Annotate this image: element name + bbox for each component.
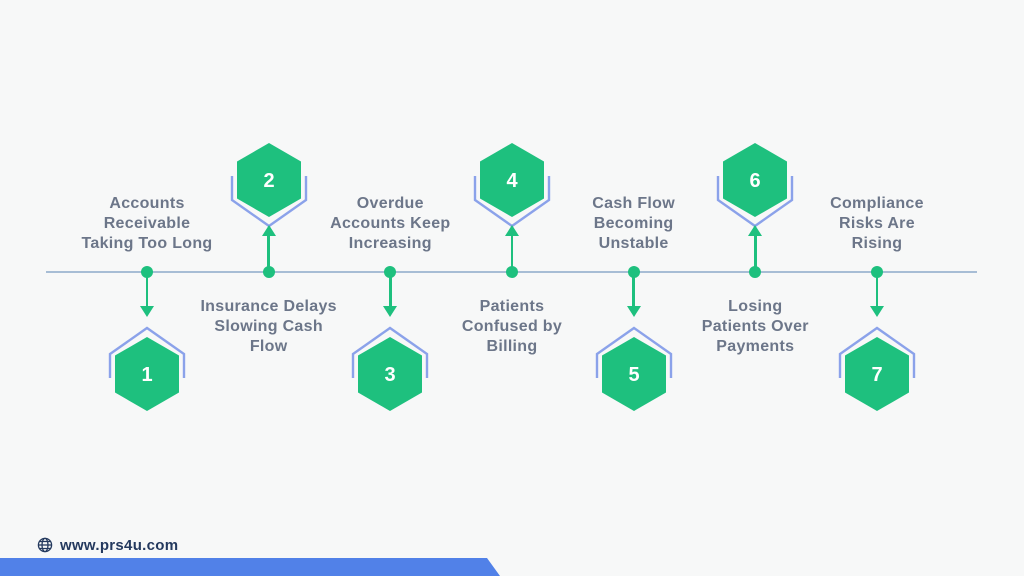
chevron-accent	[838, 326, 916, 378]
timeline-item: Cash Flow Becoming Unstable 5	[544, 0, 724, 576]
chevron-accent	[108, 326, 186, 378]
arrowhead-icon	[748, 225, 763, 236]
arrow-shaft	[754, 236, 757, 272]
hexagon-badge: 7	[838, 326, 916, 411]
timeline-dot	[870, 266, 883, 278]
timeline-dot	[505, 266, 518, 278]
arrow-shaft	[510, 236, 514, 272]
hexagon-shape	[479, 143, 544, 217]
chevron-accent	[595, 326, 672, 378]
arrowhead-icon	[140, 306, 154, 317]
bottom-accent-bar	[0, 558, 500, 576]
timeline-dot	[627, 266, 640, 278]
item-label: Losing Patients Over Payments	[701, 298, 809, 355]
item-number: 6	[750, 170, 761, 192]
globe-icon	[37, 537, 53, 553]
timeline-dot	[384, 266, 397, 278]
item-number: 2	[263, 170, 274, 192]
item-number: 1	[141, 364, 152, 386]
timeline-item: Losing Patients Over Payments 6	[665, 0, 845, 576]
hexagon-shape	[844, 337, 909, 411]
item-label: Cash Flow Becoming Unstable	[592, 195, 675, 252]
arrow-shaft	[145, 272, 149, 308]
timeline-dot	[749, 266, 762, 278]
arrowhead-icon	[261, 225, 276, 236]
hexagon-shape	[236, 143, 301, 217]
hexagon-badge: 3	[352, 326, 429, 411]
timeline-dot	[141, 266, 153, 278]
hexagon-shape	[115, 337, 179, 411]
footer: www.prs4u.com	[37, 535, 178, 555]
hexagon-shape	[723, 143, 788, 217]
arrow-shaft	[875, 272, 879, 308]
arrow-shaft	[389, 272, 392, 308]
item-number: 7	[871, 364, 882, 386]
arrowhead-icon	[626, 306, 641, 317]
timeline-item: Overdue Accounts Keep Increasing 3	[300, 0, 480, 576]
item-label: Insurance Delays Slowing Cash Flow	[200, 298, 337, 355]
hexagon-badge: 1	[108, 326, 186, 411]
item-label: Compliance Risks Are Rising	[830, 195, 924, 252]
arrow-shaft	[632, 272, 635, 308]
hexagon-shape	[358, 337, 423, 411]
website-url: www.prs4u.com	[60, 536, 179, 554]
item-label: Overdue Accounts Keep Increasing	[330, 195, 451, 252]
timeline-item: Compliance Risks Are Rising 7	[787, 0, 967, 576]
timeline-item: Accounts Receivable Taking Too Long 1	[57, 0, 237, 576]
item-number: 4	[506, 170, 518, 192]
timeline-dot	[262, 266, 275, 278]
arrowhead-icon	[869, 306, 884, 317]
arrow-shaft	[267, 236, 270, 272]
hexagon-shape	[601, 337, 666, 411]
timeline-item: Patients Confused by Billing 4	[422, 0, 602, 576]
timeline-item: Insurance Delays Slowing Cash Flow 2	[179, 0, 359, 576]
item-label: Accounts Receivable Taking Too Long	[81, 195, 213, 252]
item-label: Patients Confused by Billing	[461, 298, 563, 355]
arrowhead-icon	[504, 225, 519, 236]
item-number: 3	[385, 364, 396, 386]
hexagon-badge: 5	[595, 326, 672, 411]
item-number: 5	[628, 364, 639, 386]
arrowhead-icon	[383, 306, 398, 317]
chevron-accent	[352, 326, 429, 378]
